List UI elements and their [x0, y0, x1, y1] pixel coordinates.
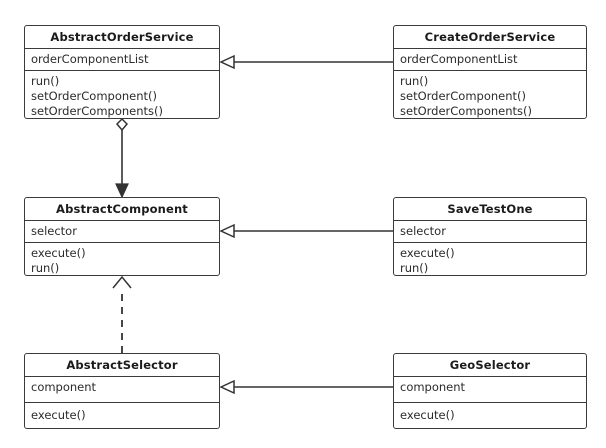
- edge-abstract-order-service-to-abstract-component: [115, 117, 129, 199]
- class-title-text: AbstractComponent: [56, 202, 188, 216]
- operation-item: execute(): [400, 408, 455, 422]
- class-attributes-abstract-selector: component: [25, 377, 219, 403]
- operation-item: setOrderComponents(): [400, 104, 532, 118]
- class-title-text: SaveTestOne: [447, 202, 533, 216]
- edge-geo-selector-to-abstract-selector: [219, 379, 393, 395]
- class-operations-geo-selector: execute(): [394, 403, 586, 426]
- operation-item: run(): [400, 261, 429, 275]
- attribute-item: selector: [400, 224, 446, 238]
- operation-item: setOrderComponents(): [31, 104, 163, 118]
- class-attributes-save-test-one: selector: [394, 221, 586, 243]
- class-name-abstract-component: AbstractComponent: [25, 198, 219, 221]
- class-box-abstract-order-service[interactable]: AbstractOrderService orderComponentList …: [24, 25, 220, 119]
- attribute-item: selector: [31, 224, 77, 238]
- edge-save-test-one-to-abstract-component: [219, 223, 393, 239]
- class-box-geo-selector[interactable]: GeoSelector component execute(): [393, 353, 587, 429]
- operation-item: execute(): [31, 408, 86, 422]
- class-box-save-test-one[interactable]: SaveTestOne selector execute() run(): [393, 197, 587, 276]
- class-box-create-order-service[interactable]: CreateOrderService orderComponentList ru…: [393, 25, 587, 119]
- class-operations-create-order-service: run() setOrderComponent() setOrderCompon…: [394, 71, 586, 118]
- edge-create-order-service-to-abstract-order-service: [219, 54, 393, 70]
- edge-abstract-selector-to-abstract-component: [112, 275, 132, 353]
- class-name-create-order-service: CreateOrderService: [394, 26, 586, 49]
- attribute-item: component: [31, 380, 97, 394]
- class-operations-abstract-component: execute() run(): [25, 243, 219, 275]
- operation-item: run(): [31, 261, 60, 275]
- class-name-geo-selector: GeoSelector: [394, 354, 586, 377]
- class-operations-abstract-selector: execute(): [25, 403, 219, 426]
- class-title-text: AbstractSelector: [66, 358, 178, 372]
- class-name-abstract-order-service: AbstractOrderService: [25, 26, 219, 49]
- class-title-text: AbstractOrderService: [50, 30, 194, 44]
- operation-item: setOrderComponent(): [400, 89, 526, 103]
- class-box-abstract-component[interactable]: AbstractComponent selector execute() run…: [24, 197, 220, 276]
- class-title-text: GeoSelector: [449, 358, 531, 372]
- class-attributes-create-order-service: orderComponentList: [394, 49, 586, 71]
- attribute-item: orderComponentList: [400, 52, 518, 66]
- operation-item: setOrderComponent(): [31, 89, 157, 103]
- class-name-abstract-selector: AbstractSelector: [25, 354, 219, 377]
- class-operations-abstract-order-service: run() setOrderComponent() setOrderCompon…: [25, 71, 219, 118]
- class-operations-save-test-one: execute() run(): [394, 243, 586, 275]
- operation-item: execute(): [400, 246, 455, 260]
- class-attributes-abstract-component: selector: [25, 221, 219, 243]
- class-title-text: CreateOrderService: [424, 30, 556, 44]
- operation-item: run(): [400, 74, 429, 88]
- attribute-item: orderComponentList: [31, 52, 149, 66]
- class-attributes-abstract-order-service: orderComponentList: [25, 49, 219, 71]
- class-box-abstract-selector[interactable]: AbstractSelector component execute(): [24, 353, 220, 429]
- class-attributes-geo-selector: component: [394, 377, 586, 403]
- class-name-save-test-one: SaveTestOne: [394, 198, 586, 221]
- operation-item: execute(): [31, 246, 86, 260]
- attribute-item: component: [400, 380, 466, 394]
- operation-item: run(): [31, 74, 60, 88]
